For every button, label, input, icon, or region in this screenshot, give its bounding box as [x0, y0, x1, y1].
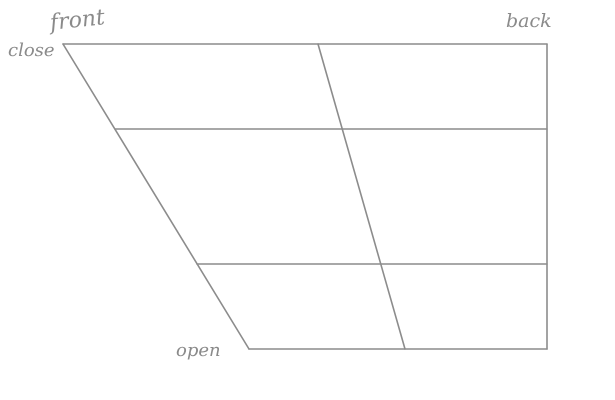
open-label: open	[176, 340, 221, 361]
back-label: back	[506, 10, 552, 32]
front-label: front	[48, 5, 107, 36]
central-slanted-line	[317, 43, 406, 350]
left-slanted-edge-line	[62, 43, 250, 350]
close-label: close	[8, 40, 55, 61]
